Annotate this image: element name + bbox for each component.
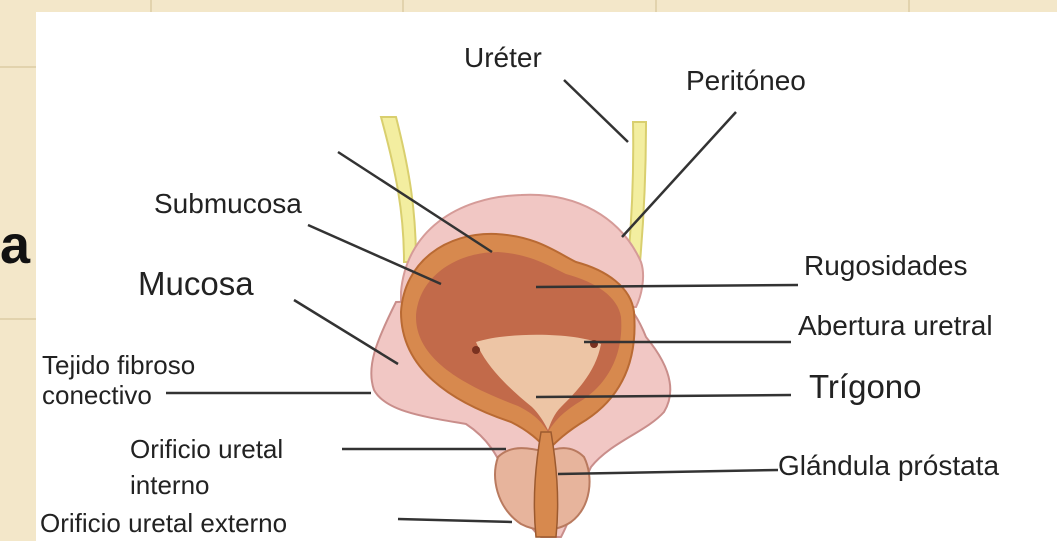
right-ureter [628, 122, 646, 262]
label-orificio-externo: Orificio uretal externo [40, 510, 287, 536]
label-ureter: Uréter [464, 44, 542, 72]
label-orificio-interno-line2: interno [130, 472, 210, 498]
label-submucosa: Submucosa [154, 190, 302, 218]
label-rugosidades: Rugosidades [804, 252, 967, 280]
label-tejido-line2: conectivo [42, 382, 152, 408]
slide-text-fragment: a [0, 214, 30, 276]
label-peritoneo: Peritóneo [686, 67, 806, 95]
grid-line [908, 0, 910, 12]
bladder-diagram: Uréter Peritóneo Submucosa Mucosa Rugosi… [36, 12, 1057, 541]
grid-line [0, 66, 36, 68]
grid-line [0, 318, 36, 320]
label-trigono: Trígono [809, 370, 922, 403]
label-mucosa: Mucosa [138, 267, 254, 300]
grid-line [150, 0, 152, 12]
ureteral-opening [472, 346, 480, 354]
glandula-leader [558, 470, 778, 474]
label-tejido-line1: Tejido fibroso [42, 352, 195, 378]
ureter-leader [564, 80, 628, 142]
urethra [534, 432, 557, 537]
label-glandula-prostata: Glándula próstata [778, 452, 999, 480]
grid-line [655, 0, 657, 12]
orificio-externo-leader [398, 519, 512, 522]
label-orificio-interno-line1: Orificio uretal [130, 436, 283, 462]
grid-line [402, 0, 404, 12]
label-abertura-uretral: Abertura uretral [798, 312, 993, 340]
left-ureter [381, 117, 416, 262]
